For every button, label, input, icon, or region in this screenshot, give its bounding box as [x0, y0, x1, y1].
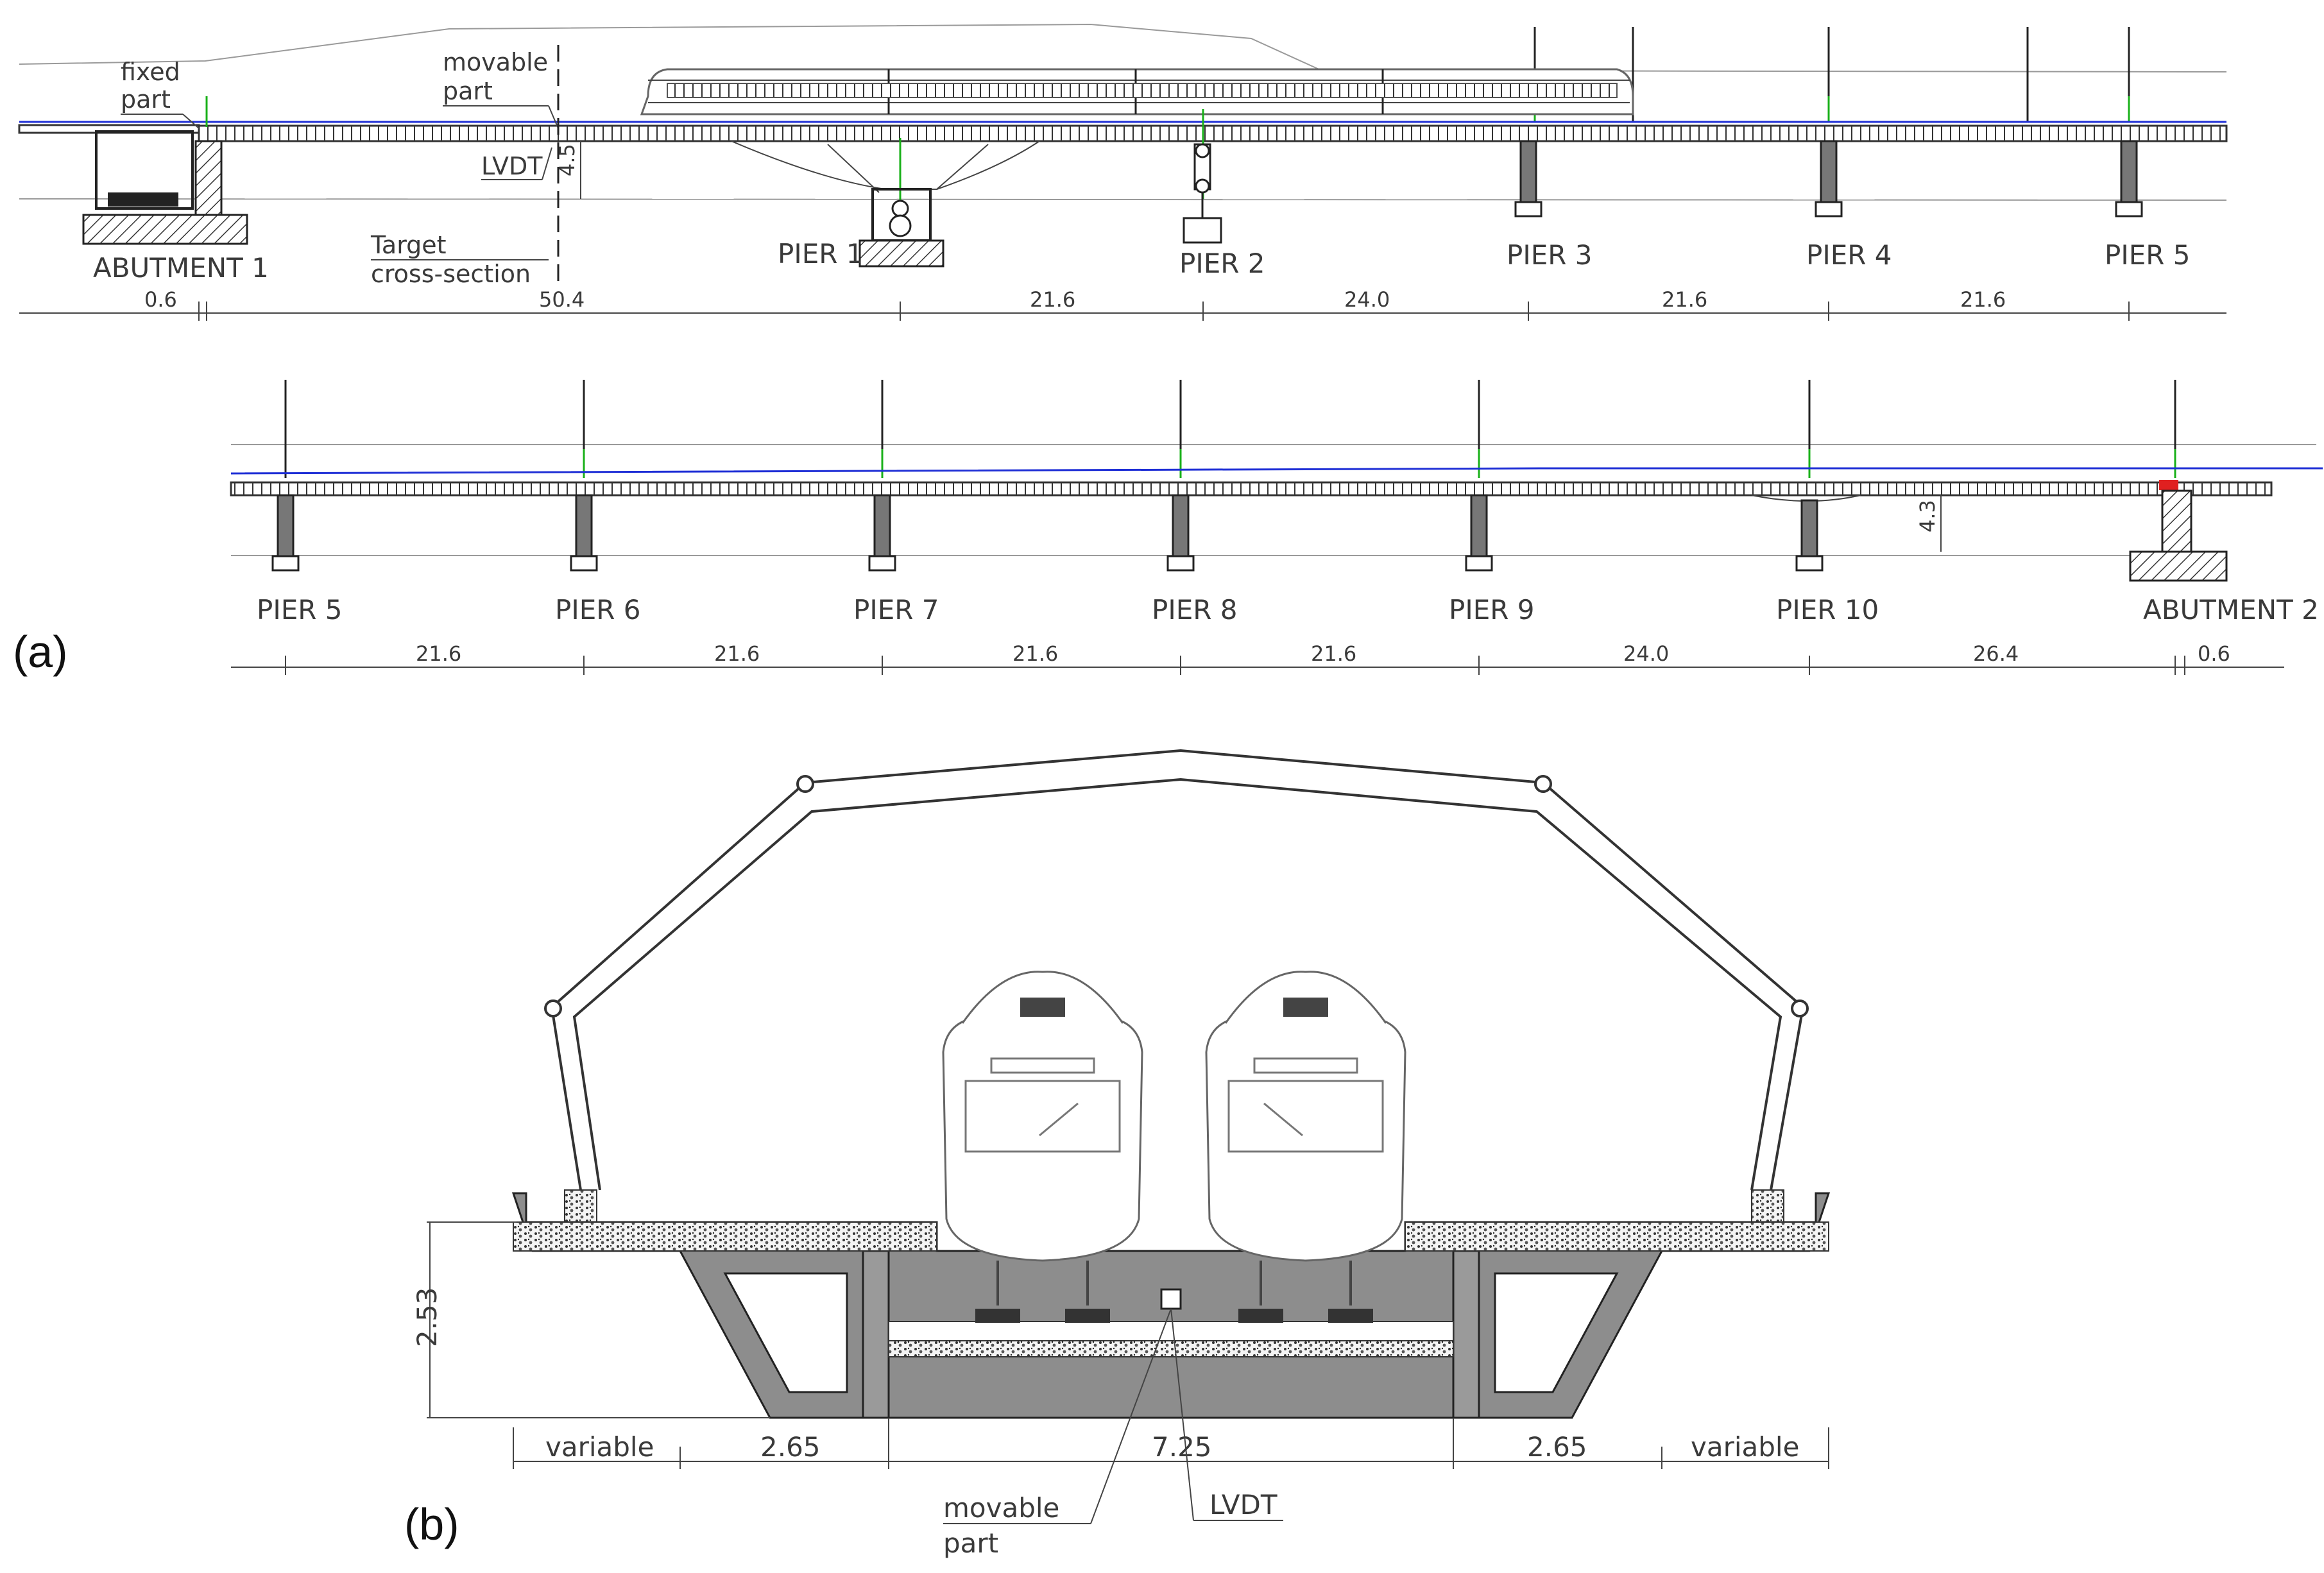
height-2-53: 2.53 [411, 1287, 443, 1347]
height-4-3: 4.3 [1915, 500, 1940, 532]
haunch [731, 140, 1040, 190]
right-walkway [1405, 1221, 1829, 1252]
span-26-4: 26.4 [1973, 642, 2019, 666]
abutment-2 [2129, 489, 2228, 582]
span-0-6-b: 0.6 [2198, 642, 2230, 666]
support-pier-9: PIER 9 [1449, 594, 1535, 625]
fixed-part-label-1: fixed [121, 58, 180, 86]
target-label-2: cross-section [371, 260, 531, 288]
train-front-right [1205, 971, 1406, 1323]
pier-4 [1815, 140, 1843, 217]
pier-3 [1514, 140, 1542, 217]
pier-2 [1183, 109, 1222, 244]
span-50-4: 50.4 [539, 287, 585, 312]
left-cell [723, 1272, 848, 1393]
support-pier-3: PIER 3 [1507, 239, 1593, 271]
movable-part-label-1: movable [443, 48, 548, 76]
cross-section-dimensions: variable 2.65 7.25 2.65 variable [513, 1418, 1829, 1469]
support-pier-5-b: PIER 5 [257, 594, 343, 625]
target-label-1: Target [370, 231, 447, 259]
span-21-6-a: 21.6 [1030, 287, 1075, 312]
fixed-part-label-2: part [121, 85, 171, 114]
span-21-6-c: 21.6 [1960, 287, 2006, 312]
span-dimensions-top: 0.6 50.4 21.6 24.0 21.6 21.6 [19, 287, 2226, 321]
movable-part-cs-2: part [943, 1527, 998, 1559]
piers-bottom [271, 494, 1824, 572]
pier-5 [2115, 140, 2143, 217]
train-side [640, 68, 1634, 115]
train-front-left [942, 971, 1143, 1323]
support-abutment-2: ABUTMENT 2 [2143, 594, 2319, 625]
elevation-bottom: 4.3 PIER 5 PIER 6 PIER 7 PIER 8 PIER 9 P… [230, 380, 2323, 675]
dim-2-65-right: 2.65 [1527, 1431, 1587, 1463]
lvdt-label: LVDT [481, 152, 543, 180]
span-21-6-f: 21.6 [1012, 642, 1058, 666]
support-pier-1: PIER 1 [778, 238, 864, 269]
support-abutment-1: ABUTMENT 1 [93, 252, 269, 284]
support-pier-6: PIER 6 [555, 594, 641, 625]
dim-variable-right: variable [1691, 1431, 1799, 1463]
barrier-inner [572, 778, 1782, 1191]
movable-part-label-2: part [443, 77, 493, 105]
elevation-top: fixed part movable part LVDT 4.5 Target … [18, 23, 2228, 321]
dim-7-25: 7.25 [1152, 1431, 1212, 1463]
movable-part-cs-1: movable [943, 1492, 1059, 1524]
span-24-0: 24.0 [1344, 287, 1390, 312]
right-cell [1494, 1272, 1619, 1393]
barrier-outer [550, 749, 1805, 1191]
rail-line-bottom [230, 467, 2323, 475]
span-21-6-e: 21.6 [714, 642, 760, 666]
left-walkway [513, 1221, 937, 1252]
support-pier-7: PIER 7 [853, 594, 939, 625]
height-4-5: 4.5 [555, 144, 579, 176]
cross-section: 2.53 variable 2.65 7.25 2.65 variable mo… [411, 749, 1831, 1559]
span-21-6-g: 21.6 [1311, 642, 1356, 666]
panel-label-b: (b) [404, 1499, 459, 1549]
span-dimensions-bottom: 21.6 21.6 21.6 21.6 24.0 26.4 0.6 [231, 642, 2284, 675]
pier-1 [859, 138, 944, 268]
panel-label-a: (a) [13, 627, 68, 677]
dim-2-65-left: 2.65 [760, 1431, 821, 1463]
support-pier-5: PIER 5 [2105, 239, 2191, 271]
marker-red [2159, 480, 2178, 490]
span-21-6-d: 21.6 [416, 642, 461, 666]
deck-movable [198, 124, 2228, 142]
support-pier-2: PIER 2 [1179, 248, 1265, 279]
terrain-line [19, 23, 2227, 72]
span-0-6: 0.6 [144, 287, 177, 312]
span-21-6-b: 21.6 [1662, 287, 1707, 312]
deck-bottom [230, 481, 2273, 497]
abutment-1 [82, 130, 248, 245]
support-pier-10: PIER 10 [1776, 594, 1879, 625]
lvdt-box [1160, 1288, 1182, 1310]
ground-line [19, 198, 2227, 201]
lvdt-cs-label: LVDT [1209, 1489, 1277, 1520]
support-pier-4: PIER 4 [1806, 239, 1892, 271]
span-24-0-b: 24.0 [1623, 642, 1669, 666]
track-ballast [888, 1340, 1454, 1357]
dim-variable-left: variable [545, 1431, 654, 1463]
catenary-masts-bottom [284, 380, 2176, 478]
support-pier-8: PIER 8 [1152, 594, 1238, 625]
